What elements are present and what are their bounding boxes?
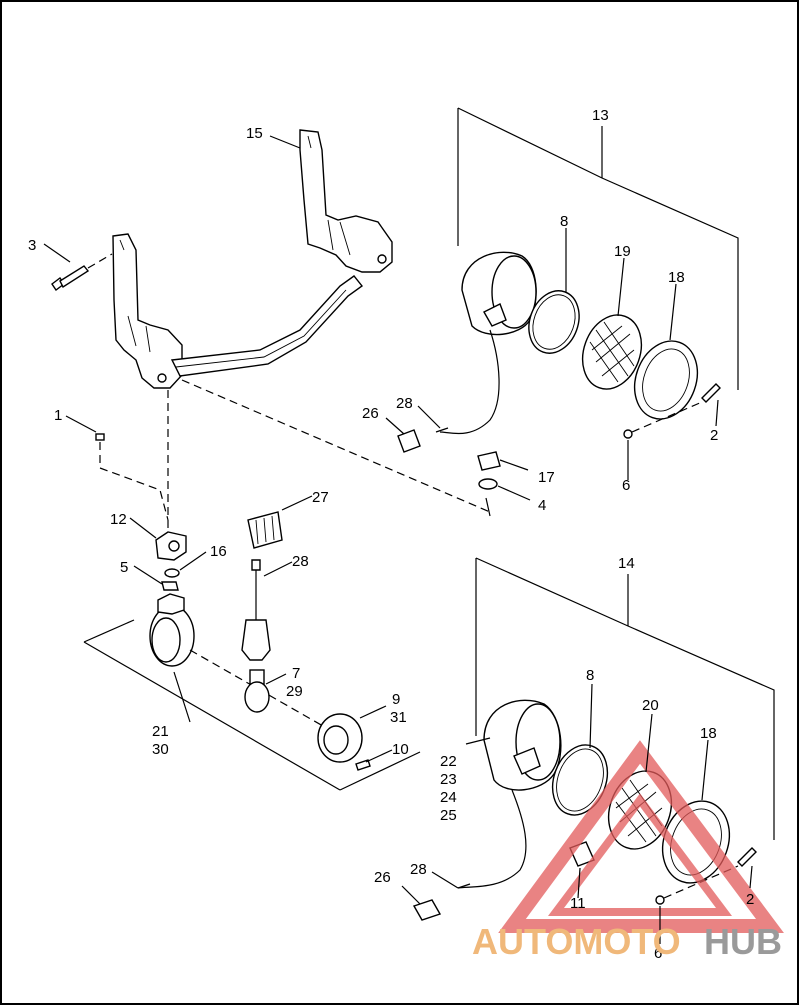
label-2: 2: [746, 891, 754, 908]
label-11: 11: [570, 895, 586, 912]
sealed-beam-part: [581, 314, 643, 390]
label-6: 6: [622, 477, 630, 494]
pin-part: [435, 427, 449, 433]
connector-part: [247, 511, 283, 549]
label-22: 22: [440, 753, 457, 770]
label-28: 28: [410, 861, 427, 878]
label-1: 1: [54, 407, 62, 424]
washer-part: [478, 478, 498, 490]
label-23: 23: [440, 771, 457, 788]
clamp-part: [155, 531, 187, 561]
label-30: 30: [152, 741, 169, 758]
label-27: 27: [312, 489, 329, 506]
label-10: 10: [392, 741, 409, 758]
connector-part: [397, 429, 421, 453]
lens-cap-part: [317, 713, 363, 763]
label-24: 24: [440, 789, 457, 806]
watermark-text: AUTOMOTO HUB: [472, 921, 782, 962]
label-18: 18: [668, 269, 685, 286]
label-17: 17: [538, 469, 555, 486]
label-31: 31: [390, 709, 407, 726]
label-28: 28: [292, 553, 309, 570]
label-9: 9: [392, 691, 400, 708]
screw-part: [95, 433, 169, 521]
label-26: 26: [362, 405, 379, 422]
mounting-bracket: [112, 129, 393, 389]
headlamp-housing: [457, 699, 562, 889]
seal-ring: [528, 290, 580, 354]
watermark-automoto: AUTOMOTO: [472, 921, 681, 962]
group-bracket: [457, 107, 739, 390]
label-28: 28: [396, 395, 413, 412]
label-26: 26: [374, 869, 391, 886]
nut-part: [655, 895, 665, 905]
bulb-part: [244, 669, 270, 713]
trim-ring: [633, 340, 699, 420]
watermark-hub: HUB: [704, 921, 782, 962]
label-4: 4: [538, 497, 546, 514]
signal-housing: [149, 593, 195, 667]
leader-line: [83, 641, 341, 791]
label-6: 6: [654, 945, 662, 962]
leader-lines: [43, 135, 753, 944]
socket-wire-part: [241, 559, 271, 661]
label-16: 16: [210, 543, 227, 560]
leader-line: [83, 619, 135, 643]
label-25: 25: [440, 807, 457, 824]
seal-ring: [551, 744, 609, 816]
center-line: [181, 379, 491, 513]
nut-part: [161, 581, 179, 591]
headlamp-housing: [439, 251, 537, 435]
label-21: 21: [152, 723, 169, 740]
label-14: 14: [618, 555, 635, 572]
screw-part: [701, 383, 721, 403]
bolt-part: [51, 253, 113, 292]
connector-part: [412, 899, 442, 921]
watermark-logo: [498, 740, 784, 933]
washer-part: [164, 568, 180, 578]
label-19: 19: [614, 243, 631, 260]
screw-part: [737, 847, 757, 867]
grommet-part: [477, 451, 501, 471]
pin-part: [457, 883, 471, 889]
label-12: 12: [110, 511, 127, 528]
label-29: 29: [286, 683, 303, 700]
label-20: 20: [642, 697, 659, 714]
label-8: 8: [586, 667, 594, 684]
leader-line: [485, 497, 491, 517]
label-2: 2: [710, 427, 718, 444]
nut-part: [623, 429, 633, 439]
label-3: 3: [28, 237, 36, 254]
leader-line: [339, 751, 421, 791]
group-bracket: [475, 557, 775, 840]
label-7: 7: [292, 665, 300, 682]
screw-part: [355, 759, 371, 771]
label-13: 13: [592, 107, 609, 124]
label-18: 18: [700, 725, 717, 742]
label-5: 5: [120, 559, 128, 576]
label-8: 8: [560, 213, 568, 230]
label-15: 15: [246, 125, 263, 142]
callout-labels: 15 3 1 12 5 16 27 28 7 29 9 31 10 21 30 …: [28, 107, 754, 962]
